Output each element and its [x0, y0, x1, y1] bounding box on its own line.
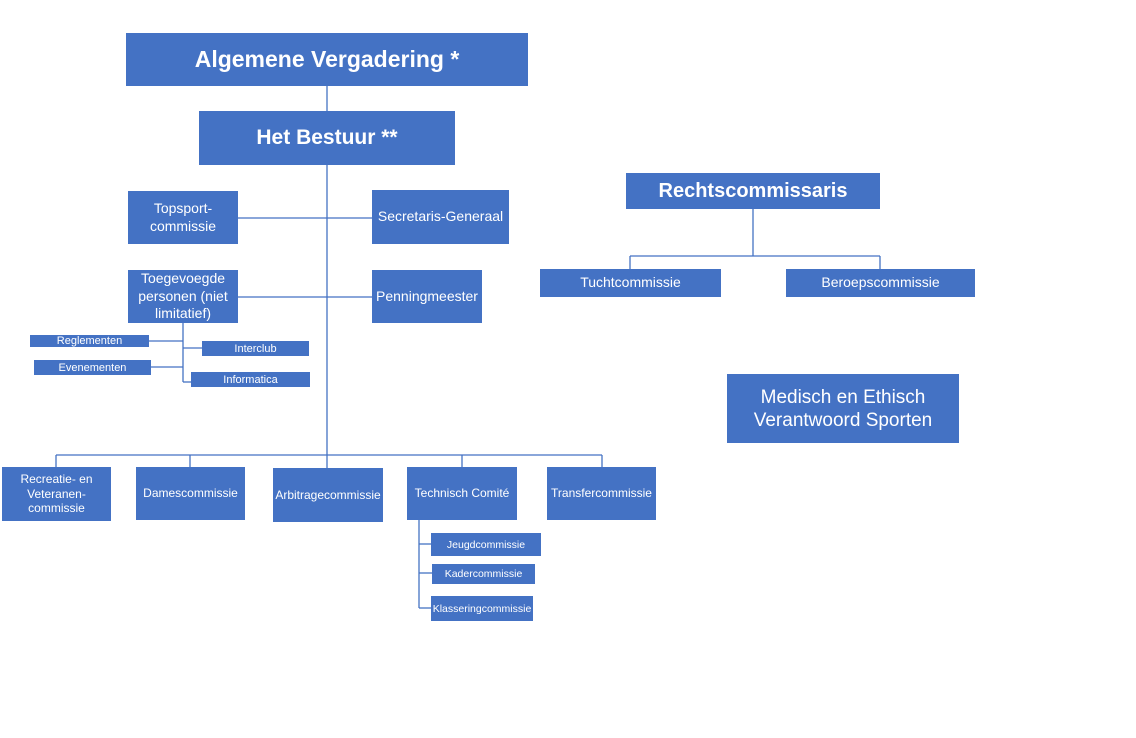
jeugdcommissie-box: Jeugdcommissie	[431, 533, 541, 556]
toegevoegde-line-1: Toegevoegde	[140, 270, 226, 287]
jeugdcommissie-label: Jeugdcommissie	[446, 538, 526, 551]
algemene-vergadering-box: Algemene Vergadering *	[126, 33, 528, 86]
kadercommissie-box: Kadercommissie	[432, 564, 535, 584]
topsport-line-1: Topsport-	[153, 200, 213, 216]
arbitragecommissie-label: Arbitragecommissie	[275, 487, 381, 502]
interclub-label: Interclub	[234, 342, 277, 355]
kadercommissie-label: Kadercommissie	[444, 568, 523, 580]
recreatie-veteranen-commissie-box: Recreatie- en Veteranen- commissie	[2, 467, 111, 521]
arbitragecommissie-box: Arbitragecommissie	[273, 468, 383, 522]
technisch-comite-box: Technisch Comité	[407, 467, 517, 520]
rechtscommissaris-label: Rechtscommissaris	[658, 179, 848, 202]
klasseringcommissie-box: Klasseringcommissie	[431, 596, 533, 621]
technisch-comite-label: Technisch Comité	[414, 486, 510, 501]
secretaris-generaal-label: Secretaris-Generaal	[377, 208, 504, 225]
tuchtcommissie-label: Tuchtcommissie	[580, 274, 681, 291]
informatica-label: Informatica	[223, 373, 278, 386]
medisch-line-2: Verantwoord Sporten	[753, 409, 933, 431]
recreatie-line-2: Veteranen-	[27, 486, 86, 501]
penningmeester-box: Penningmeester	[372, 270, 482, 323]
tuchtcommissie-box: Tuchtcommissie	[540, 269, 721, 297]
transfercommissie-box: Transfercommissie	[547, 467, 656, 520]
beroepscommissie-label: Beroepscommissie	[821, 274, 940, 291]
toegevoegde-personen-box: Toegevoegde personen (niet limitatief)	[128, 270, 238, 323]
algemene-vergadering-label: Algemene Vergadering *	[194, 46, 460, 72]
toegevoegde-line-3: limitatief)	[154, 305, 211, 322]
beroepscommissie-box: Beroepscommissie	[786, 269, 975, 297]
transfercommissie-label: Transfercommissie	[551, 486, 652, 501]
klasseringcommissie-label: Klasseringcommissie	[432, 602, 532, 615]
topsport-line-2: commissie	[149, 217, 217, 234]
recreatie-line-3: commissie	[28, 501, 85, 516]
informatica-box: Informatica	[191, 372, 310, 387]
medisch-ethisch-box: Medisch en Ethisch Verantwoord Sporten	[727, 374, 959, 443]
reglementen-label: Reglementen	[56, 335, 123, 347]
damescommissie-label: Damescommissie	[143, 486, 238, 501]
toegevoegde-line-2: personen (niet	[138, 287, 228, 304]
medisch-line-1: Medisch en Ethisch	[760, 386, 926, 408]
reglementen-box: Reglementen	[30, 335, 149, 347]
secretaris-generaal-box: Secretaris-Generaal	[372, 190, 509, 244]
bestuur-label: Het Bestuur **	[256, 126, 398, 149]
evenementen-label: Evenementen	[58, 361, 127, 374]
evenementen-box: Evenementen	[34, 360, 151, 375]
topsport-commissie-box: Topsport- commissie	[128, 191, 238, 244]
penningmeester-label: Penningmeester	[376, 287, 478, 304]
rechtscommissaris-box: Rechtscommissaris	[626, 173, 880, 209]
interclub-box: Interclub	[202, 341, 309, 356]
damescommissie-box: Damescommissie	[136, 467, 245, 520]
recreatie-line-1: Recreatie- en	[20, 472, 93, 487]
bestuur-box: Het Bestuur **	[199, 111, 455, 165]
